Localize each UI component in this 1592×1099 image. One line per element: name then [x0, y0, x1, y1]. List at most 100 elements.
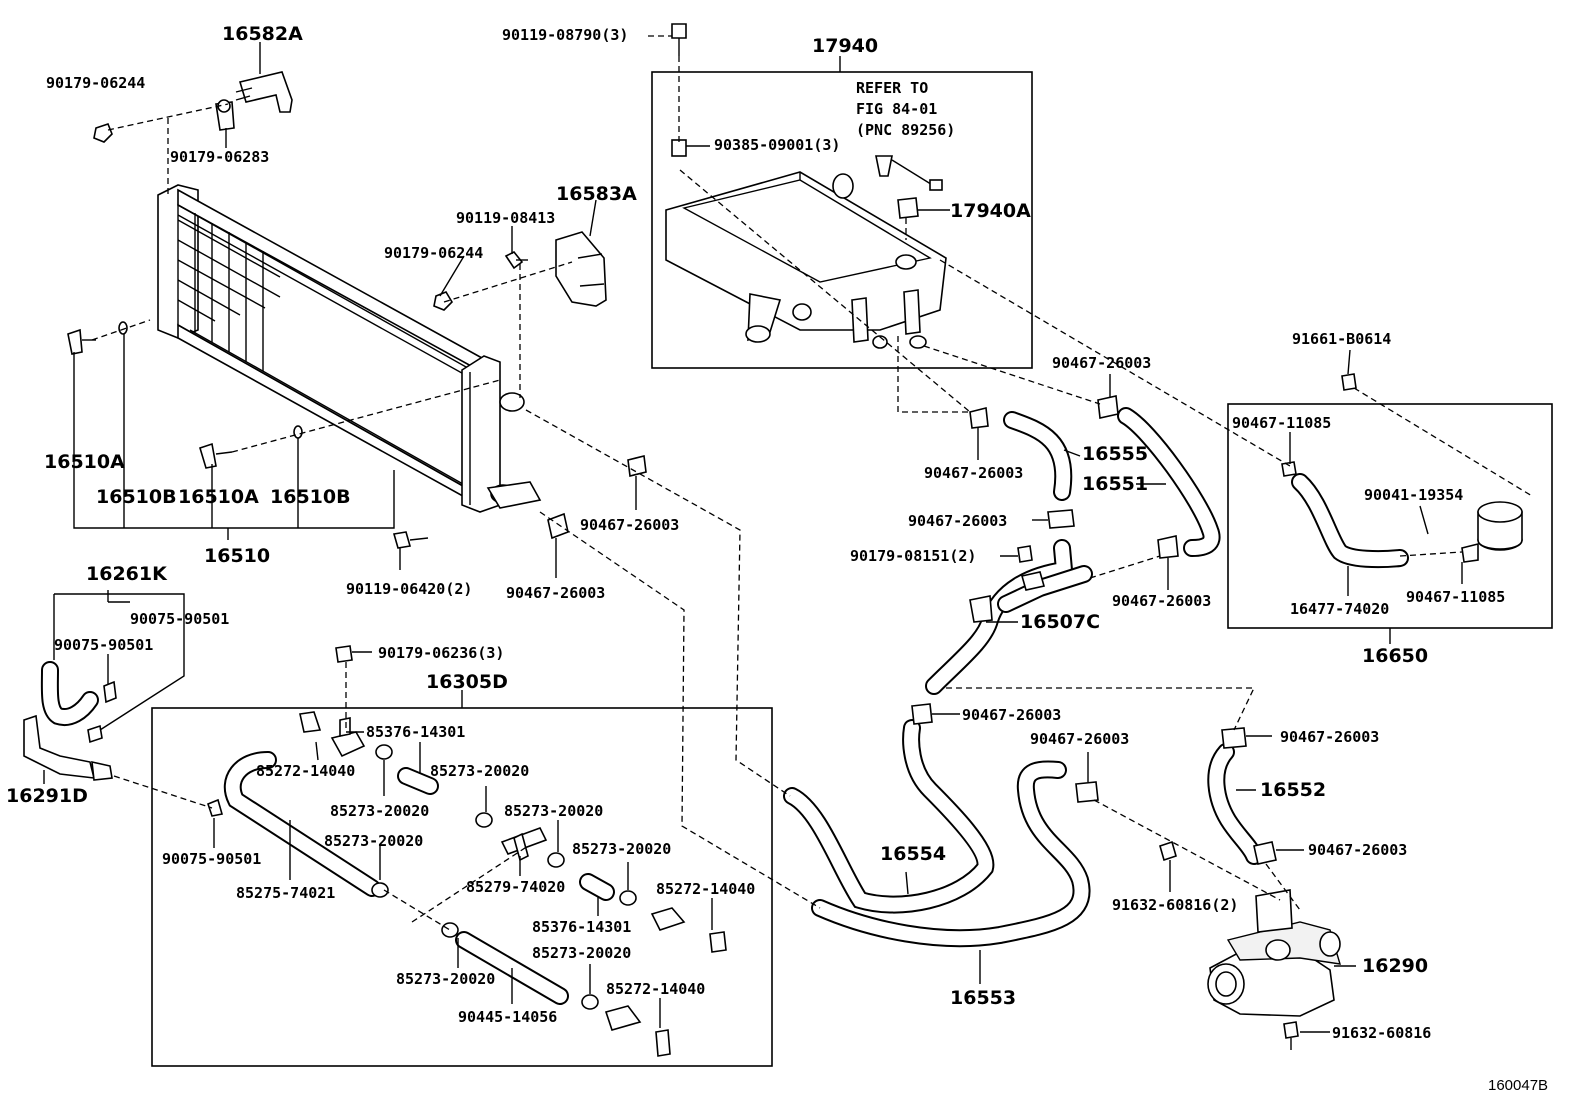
label-16510b-a[interactable]: 16510B [96, 486, 177, 508]
label-16582a[interactable]: 16582A [222, 23, 303, 45]
label-90467-26003-h[interactable]: 90467-26003 [1030, 730, 1129, 748]
label-85273-20020-f[interactable]: 85273-20020 [532, 944, 631, 962]
label-16290[interactable]: 16290 [1362, 955, 1428, 977]
hose-16554[interactable] [783, 719, 995, 914]
water-pump-16290[interactable] [1207, 889, 1341, 1017]
side-bracket-16583a[interactable] [555, 231, 607, 307]
label-90179-06244-a[interactable]: 90179-06244 [46, 74, 145, 92]
upper-bracket-16582a[interactable] [235, 71, 293, 113]
bolt-90119-08790[interactable] [671, 23, 687, 56]
label-16510[interactable]: 16510 [204, 545, 270, 567]
label-85376-14301-b[interactable]: 85376-14301 [532, 918, 631, 936]
nut-90179-06244-side[interactable] [433, 291, 454, 311]
label-90467-26003-c[interactable]: 90467-26003 [1052, 354, 1151, 372]
label-16291d[interactable]: 16291D [6, 785, 88, 807]
label-16507c[interactable]: 16507C [1020, 611, 1100, 633]
label-91632-60816-b[interactable]: 91632-60816 [1332, 1024, 1431, 1042]
label-85272-14040-b[interactable]: 85272-14040 [656, 880, 755, 898]
label-17940a[interactable]: 17940A [950, 200, 1031, 222]
label-16553[interactable]: 16553 [950, 987, 1016, 1009]
cushion-90179-06283[interactable] [215, 99, 235, 131]
drain-cock-16510a-left[interactable] [67, 328, 96, 355]
label-90179-06236[interactable]: 90179-06236(3) [378, 644, 504, 662]
grommet-90385-09001[interactable] [671, 139, 687, 157]
gasket-16510b-left[interactable] [118, 321, 128, 335]
label-90075-90501-a[interactable]: 90075-90501 [130, 610, 229, 628]
bracket-16291d[interactable] [23, 714, 113, 781]
label-90467-26003-a[interactable]: 90467-26003 [580, 516, 679, 534]
hose-16477-74020[interactable] [1291, 473, 1409, 569]
label-85273-20020-b[interactable]: 85273-20020 [330, 802, 429, 820]
tube-85376-14301-upper[interactable] [397, 767, 439, 795]
label-91661-b0614[interactable]: 91661-B0614 [1292, 330, 1391, 348]
label-16554[interactable]: 16554 [880, 843, 946, 865]
label-90075-90501-b[interactable]: 90075-90501 [54, 636, 153, 654]
label-17940[interactable]: 17940 [812, 35, 878, 57]
filter-90041-19354[interactable] [1461, 501, 1523, 563]
label-90467-26003-g[interactable]: 90467-26003 [962, 706, 1061, 724]
hose-16261k[interactable] [40, 661, 117, 744]
label-85279-74020[interactable]: 85279-74020 [466, 878, 565, 896]
label-16555[interactable]: 16555 [1082, 443, 1148, 465]
bolt-90119-08413[interactable] [504, 250, 528, 270]
label-90179-06283[interactable]: 90179-06283 [170, 148, 269, 166]
radiator-assembly[interactable] [157, 184, 542, 513]
label-85272-14040-a[interactable]: 85272-14040 [256, 762, 355, 780]
label-90467-26003-b[interactable]: 90467-26003 [506, 584, 605, 602]
label-16552[interactable]: 16552 [1260, 779, 1326, 801]
clip-90179-08151[interactable] [1017, 545, 1033, 563]
reservoir-tank-17940[interactable] [665, 171, 947, 349]
label-16551[interactable]: 16551 [1082, 473, 1148, 495]
label-90467-26003-f[interactable]: 90467-26003 [1112, 592, 1211, 610]
tube-85376-14301-lower[interactable] [579, 873, 615, 901]
hose-16553[interactable] [811, 760, 1091, 948]
label-90467-11085-b[interactable]: 90467-11085 [1406, 588, 1505, 606]
valve-85376-14301[interactable] [330, 717, 366, 758]
label-85273-20020-e[interactable]: 85273-20020 [572, 840, 671, 858]
label-16583a[interactable]: 16583A [556, 183, 637, 205]
label-16510a-a[interactable]: 16510A [44, 451, 125, 473]
label-90467-26003-j[interactable]: 90467-26003 [1308, 841, 1407, 859]
fitting-85279-74020[interactable] [500, 827, 548, 862]
hose-16555[interactable] [1003, 411, 1073, 501]
cap-17940a[interactable] [897, 197, 919, 219]
pipe-85275-74021[interactable] [223, 751, 381, 897]
level-sensor-wire[interactable] [875, 155, 943, 191]
label-85273-20020-a[interactable]: 85273-20020 [430, 762, 529, 780]
label-91632-60816-a[interactable]: 91632-60816(2) [1112, 896, 1238, 914]
label-90467-26003-i[interactable]: 90467-26003 [1280, 728, 1379, 746]
label-90119-08413[interactable]: 90119-08413 [456, 209, 555, 227]
label-16477-74020[interactable]: 16477-74020 [1290, 600, 1389, 618]
label-85273-20020-g[interactable]: 85273-20020 [396, 970, 495, 988]
gasket-16510b-right[interactable] [293, 425, 303, 439]
label-90467-26003-d[interactable]: 90467-26003 [924, 464, 1023, 482]
nut-90179-06236[interactable] [335, 645, 353, 663]
bolt-91661-b0614[interactable] [1341, 373, 1357, 391]
label-16510b-b[interactable]: 16510B [270, 486, 351, 508]
label-85272-14040-c[interactable]: 85272-14040 [606, 980, 705, 998]
label-16650[interactable]: 16650 [1362, 645, 1428, 667]
label-90041-19354[interactable]: 90041-19354 [1364, 486, 1463, 504]
label-85273-20020-d[interactable]: 85273-20020 [324, 832, 423, 850]
label-90467-11085-a[interactable]: 90467-11085 [1232, 414, 1331, 432]
label-90467-26003-e[interactable]: 90467-26003 [908, 512, 1007, 530]
bolt-90119-06420[interactable] [392, 531, 429, 549]
label-85273-20020-c[interactable]: 85273-20020 [504, 802, 603, 820]
bolt-91632-60816-lower[interactable] [1283, 1021, 1299, 1050]
label-90119-08790[interactable]: 90119-08790(3) [502, 26, 628, 44]
label-90179-08151[interactable]: 90179-08151(2) [850, 547, 976, 565]
label-16305d[interactable]: 16305D [426, 671, 508, 693]
hose-16551[interactable] [1117, 407, 1221, 557]
clip-90467-11085[interactable] [1281, 461, 1297, 477]
nut-90179-06244-upper[interactable] [93, 123, 113, 143]
label-90075-90501-c[interactable]: 90075-90501 [162, 850, 261, 868]
hose-16552[interactable] [1207, 743, 1263, 865]
label-16261k[interactable]: 16261K [86, 563, 168, 585]
label-85275-74021[interactable]: 85275-74021 [236, 884, 335, 902]
drain-cock-16510a-right[interactable] [199, 442, 233, 469]
label-90119-06420[interactable]: 90119-06420(2) [346, 580, 472, 598]
label-90385-09001[interactable]: 90385-09001(3) [714, 136, 840, 154]
bolt-91632-60816-upper[interactable] [1159, 840, 1177, 862]
clip-90075-90501-lower[interactable] [207, 798, 224, 817]
label-90445-14056[interactable]: 90445-14056 [458, 1008, 557, 1026]
